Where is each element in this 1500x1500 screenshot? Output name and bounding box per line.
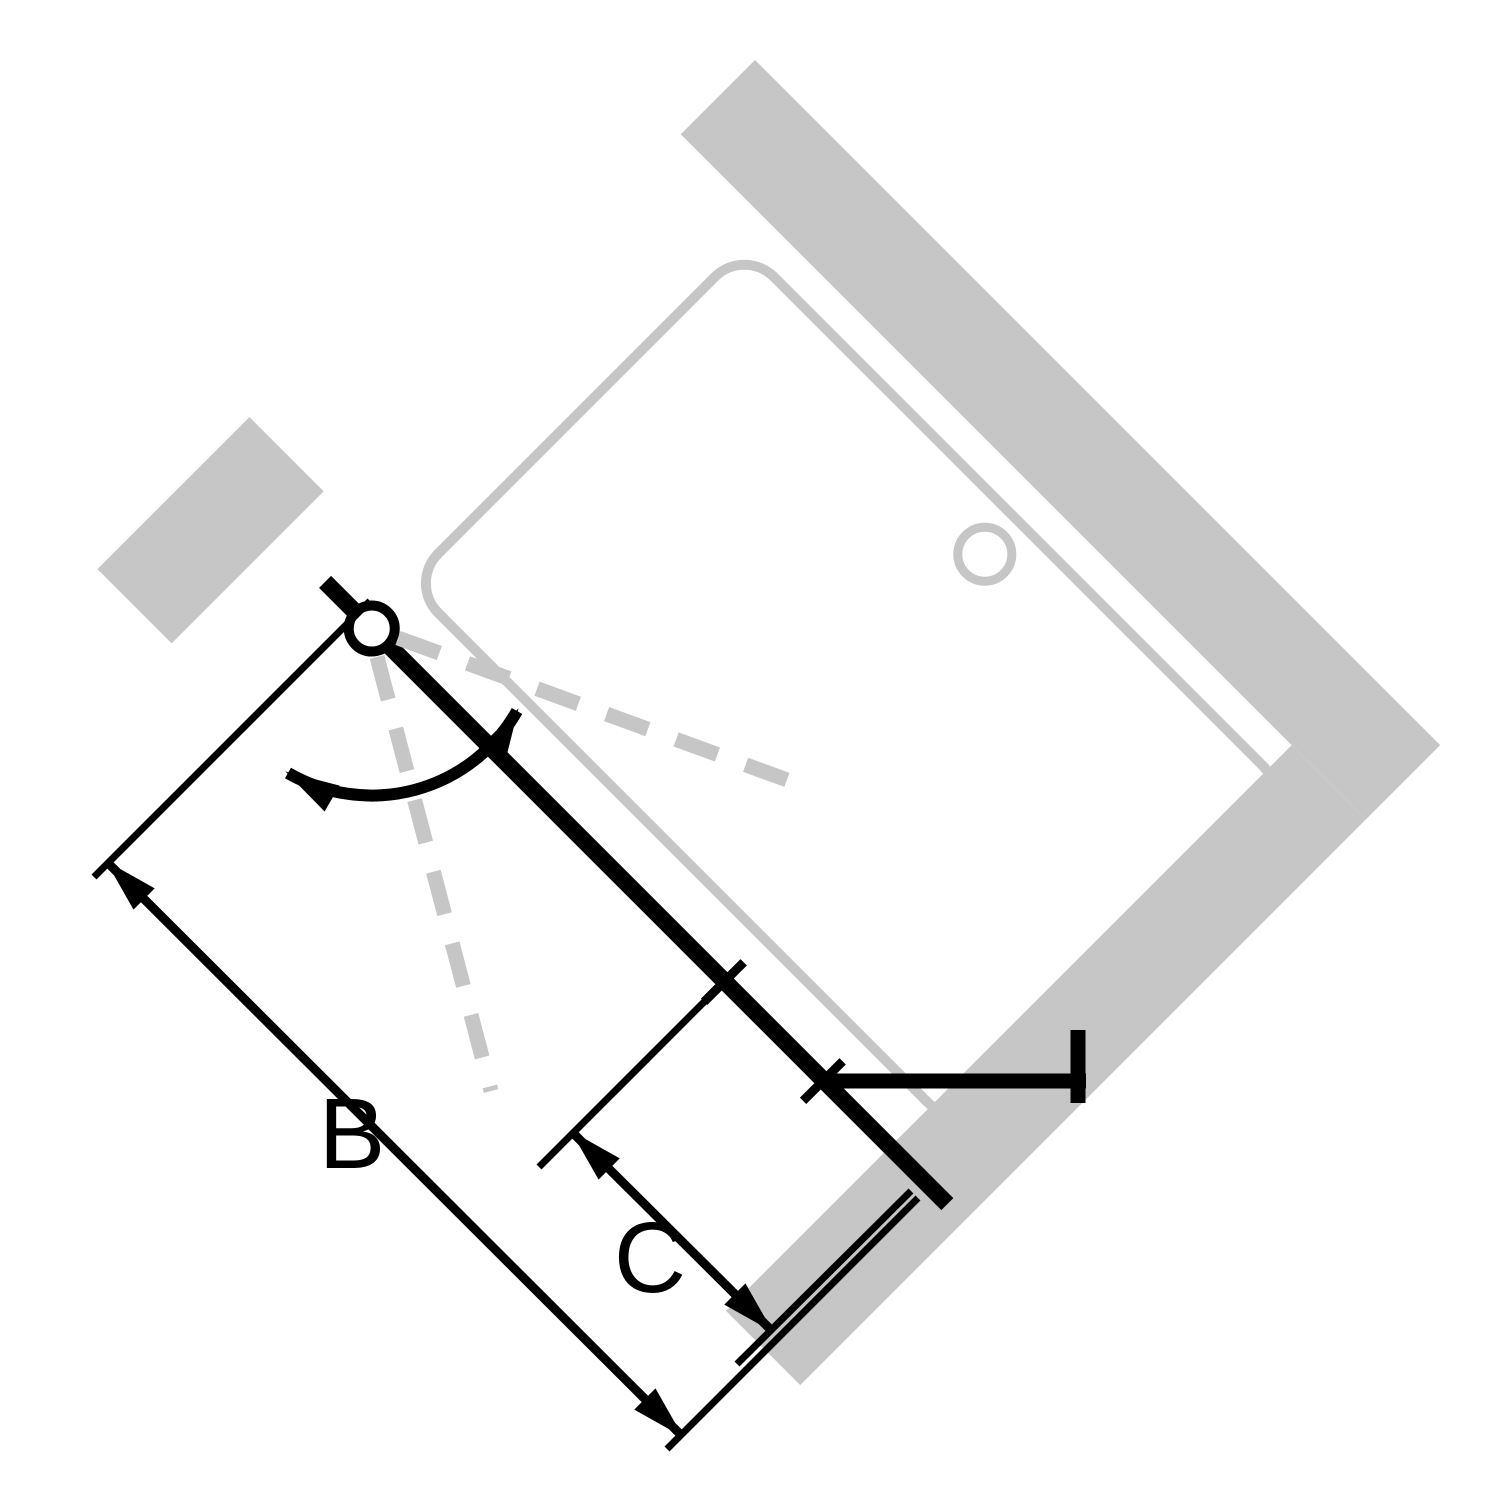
swing-direction-arrow: [284, 708, 523, 812]
dimension-b: B: [91, 598, 921, 1452]
door-panel-closed: [319, 575, 954, 1211]
dimension-b-arrow: [104, 859, 685, 1439]
dimension-c-arrow: [569, 1129, 775, 1334]
dimension-c: C: [536, 997, 914, 1367]
drain-circle: [953, 522, 1017, 586]
shower-tray: [420, 259, 1281, 1119]
dimension-c-extension-line-1: [536, 997, 709, 1170]
wall-stub-left: [97, 417, 324, 644]
dimension-b-extension-line-2: [664, 1195, 921, 1452]
dimension-c-label: C: [614, 1202, 686, 1314]
dimension-b-label: B: [319, 1078, 386, 1190]
rotated-scene: [97, 60, 1441, 1386]
door-joint-tick-1: [700, 959, 747, 1006]
dimension-c-extension-line-2: [734, 1188, 914, 1367]
wall-top: [680, 60, 1441, 820]
dimension-b-extension-line-1: [91, 598, 373, 880]
